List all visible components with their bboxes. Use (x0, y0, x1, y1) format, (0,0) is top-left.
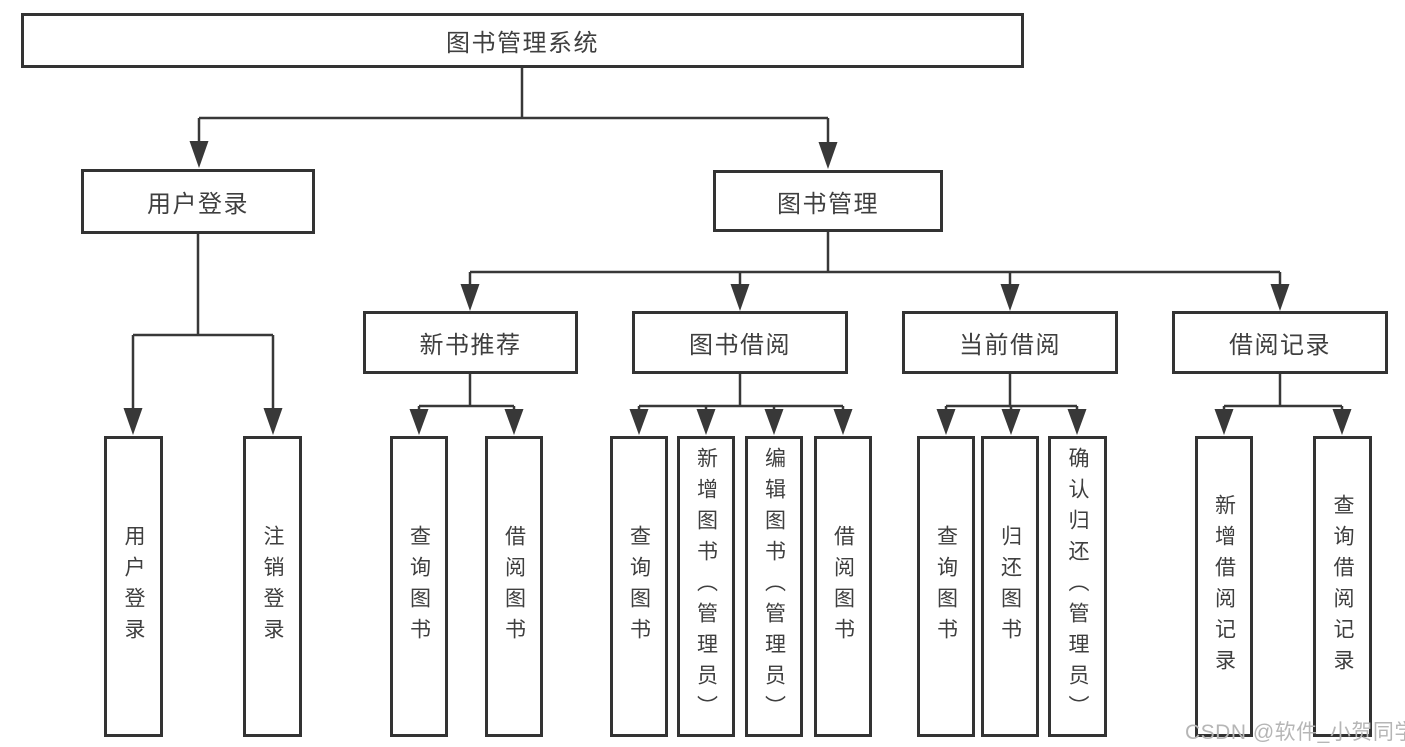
watermark-text: CSDN @软件_小贺同学 (1185, 721, 1405, 744)
leaf-add-borrow-record-label: 新增借阅记录 (1212, 493, 1236, 680)
node-root-label: 图书管理系统 (446, 30, 599, 57)
leaf-query-books-recommend-label: 查询图书 (407, 524, 431, 649)
node-book-borrow-label: 图书借阅 (689, 332, 791, 359)
leaf-query-books-current-label: 查询图书 (934, 524, 958, 649)
leaf-logout: 注销登录 (243, 436, 302, 737)
node-new-book-recommend-label: 新书推荐 (419, 332, 522, 359)
leaf-query-books-borrow: 查询图书 (610, 436, 668, 737)
leaf-query-books-borrow-label: 查询图书 (627, 524, 651, 649)
leaf-query-books-recommend: 查询图书 (390, 436, 448, 737)
leaf-return-books-label: 归还图书 (998, 524, 1022, 649)
leaf-edit-books-admin: 编辑图书（管理员） (745, 436, 803, 737)
node-book-management: 图书管理 (713, 170, 943, 232)
node-book-borrow: 图书借阅 (632, 311, 848, 374)
leaf-add-books-admin: 新增图书（管理员） (677, 436, 735, 737)
leaf-add-books-admin-label: 新增图书（管理员） (694, 447, 718, 726)
leaf-edit-books-admin-label: 编辑图书（管理员） (762, 447, 786, 726)
node-user-login-label: 用户登录 (147, 191, 249, 218)
leaf-confirm-return-admin-label: 确认归还（管理员） (1066, 447, 1089, 726)
node-borrow-records-label: 借阅记录 (1229, 332, 1331, 359)
node-user-login: 用户登录 (81, 169, 315, 234)
leaf-borrow-books: 借阅图书 (814, 436, 872, 737)
leaf-query-borrow-record: 查询借阅记录 (1313, 436, 1372, 737)
leaf-borrow-books-recommend: 借阅图书 (485, 436, 543, 737)
leaf-logout-label: 注销登录 (261, 524, 284, 649)
leaf-confirm-return-admin: 确认归还（管理员） (1048, 436, 1107, 737)
leaf-query-borrow-record-label: 查询借阅记录 (1331, 493, 1354, 680)
node-book-management-label: 图书管理 (777, 190, 879, 218)
leaf-user-login-label: 用户登录 (122, 524, 145, 649)
leaf-add-borrow-record: 新增借阅记录 (1195, 436, 1253, 737)
node-borrow-records: 借阅记录 (1172, 311, 1388, 374)
leaf-user-login: 用户登录 (104, 436, 163, 737)
node-root: 图书管理系统 (21, 13, 1024, 68)
node-new-book-recommend: 新书推荐 (363, 311, 578, 374)
leaf-borrow-books-recommend-label: 借阅图书 (502, 524, 526, 649)
leaf-return-books: 归还图书 (981, 436, 1039, 737)
leaf-query-books-current: 查询图书 (917, 436, 975, 737)
node-current-borrow: 当前借阅 (902, 311, 1118, 374)
leaf-borrow-books-label: 借阅图书 (831, 524, 855, 649)
node-current-borrow-label: 当前借阅 (959, 332, 1061, 359)
